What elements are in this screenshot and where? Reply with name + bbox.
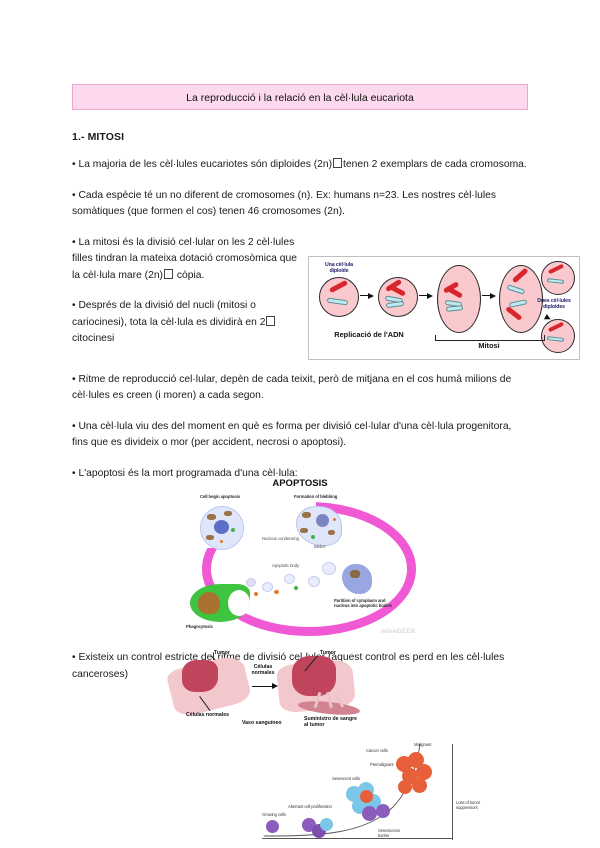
figure-tumor: Tumor Células normales Células normales … [165,650,460,770]
mitosi-cell-metaphase [437,265,481,333]
senescence-label-growing: Growing cells [262,812,286,817]
paragraph-3-part-b: còpia. [176,269,205,281]
apoptosi-organelle [328,530,335,535]
senescence-axis-x [262,838,452,839]
mitosi-arrow-1-icon [368,292,374,299]
mitosi-arrow-stem [360,295,369,297]
tumor-mass-right [292,656,336,696]
apoptosi-organelle [206,535,214,540]
mitosi-bracket [435,335,545,341]
figure-apoptosi: APOPTOSIS Cell begin apoptosis Formation… [176,478,424,636]
senescence-cancer-cell [416,764,432,780]
senescence-cancer-cell [412,778,427,793]
missing-glyph-box-icon [333,158,343,168]
apoptosi-phagocyte-nucleus [198,592,220,614]
tumor-arrow-icon [272,683,278,689]
apoptosi-watermark: wiseGEEK [381,628,416,635]
tumor-label-blood-vessel: Vaso sanguíneo [242,720,282,726]
senescence-aberrant-cell [320,818,333,831]
section-heading-mitosi: 1.- MITOSI [72,131,125,143]
tumor-label-left: Tumor [214,650,230,656]
tumor-label-normal-left: Células normales [186,712,229,718]
apoptosi-body [322,562,336,575]
mitosi-arrow-2-icon [427,292,433,299]
tumor-label-normal-mid: Células normales [251,664,275,676]
tumor-label-blood-supply: Suministro de sangre al tumor [304,716,358,728]
tumor-label-right: Tumor [320,650,336,656]
senescence-label-loss: Loss of tumor suppressors [456,800,481,810]
senescence-senescent-cell [376,804,390,818]
paragraph-5: • Ritme de reproducció cel·lular, depèn … [72,373,512,402]
apoptosi-organelle [350,570,360,578]
senescence-axis-y [452,744,453,840]
tumor-arrow-stem [252,686,274,688]
page-title-banner: La reproducció i la relació en la cèl·lu… [72,84,528,110]
missing-glyph-box-icon [266,315,276,326]
apoptosi-body [308,576,320,587]
paragraph-6: • Una cèl·lula viu des del moment en què… [72,420,512,449]
mitosi-caption-mitosi: Mitosi [478,341,500,350]
mitosi-label-start: Una cèl·lula diploide [325,262,353,275]
apoptosi-phagocyte-notch [228,590,250,616]
paragraph-3-part-a: • La mitosi és la divisió cel·lular on l… [72,236,297,281]
apoptosi-organelle [207,514,216,520]
apoptosi-cell-partition [342,564,372,594]
paragraph-4-part-b: citocinesi [72,333,115,344]
apoptosi-title: APOPTOSIS [272,478,328,489]
paragraph-3: • La mitosi és la divisió cel·lular on l… [72,235,304,285]
apoptosi-label-partition: Partition of cytoplasm and nucleus into … [334,598,392,609]
paragraph-7: • L'apoptosi és la mort programada d'una… [72,467,298,479]
apoptosi-body [262,582,273,592]
senescence-label-cancer-cells: Cancer cells [366,748,388,753]
tumor-mass-left [182,660,218,692]
paragraph-8: • Existeix un control estricte del ritme… [72,652,505,680]
apoptosi-nucleus-condensed [316,514,329,527]
senescence-label-malignant: Malignant [414,742,432,747]
paragraph-4: • Després de la divisió del nucli (mitos… [72,298,304,348]
senescence-label-premalignant: Premalignant [370,762,394,767]
mitosi-arrow-stem [419,295,428,297]
apoptosi-granule [333,518,336,521]
figure-senescence: Growing cells Aberrant cell proliferatio… [262,742,492,846]
senescence-senescent-cell [360,790,373,803]
apoptosi-granule [294,586,298,590]
document-content: La reproducció i la relació en la cèl·lu… [72,84,528,683]
apoptosi-body [284,574,295,584]
mitosi-caption-replication: Replicació de l'ADN [334,330,404,339]
senescence-label-barrier: Senescence barrier [378,828,401,838]
missing-glyph-box-icon [164,268,173,279]
apoptosi-label-apoptotic-body: Apoptotic body [272,563,300,568]
apoptosi-organelle [300,528,308,533]
paragraph-4-part-a: • Després de la divisió del nucli (mitos… [72,300,266,328]
apoptosi-nucleus [214,520,229,534]
mitosi-arrow-stem [482,295,491,297]
paragraph-2: • Cada espècie té un no diferent de crom… [72,189,496,218]
apoptosi-granule [231,528,235,532]
apoptosi-body [246,578,256,587]
paragraph-1: • La majoria de les cèl·lules eucariotes… [72,157,528,174]
senescence-label-aberrant: Aberrant cell proliferation [288,804,332,809]
senescence-senescent-cell [362,806,377,821]
mitosi-label-end: Dues cèl·lules diploides [537,298,571,311]
apoptosi-granule [220,540,223,543]
apoptosi-organelle [224,511,232,516]
apoptosi-granule [274,590,279,594]
mitosi-arrow-3-icon [490,292,496,299]
apoptosi-label-begin: Cell begin apoptosis [199,494,241,499]
apoptosi-organelle [302,512,311,518]
apoptosi-label-blebbing: Formation of blebbing [294,494,338,499]
apoptosi-label-bleb: Bleber [314,544,326,549]
senescence-cancer-cell [398,780,412,794]
senescence-label-senescent: Senescent cells [332,776,360,781]
apoptosi-granule [254,592,258,596]
apoptosi-label-nucleus: Nucleus condensing [262,536,299,541]
figure-mitosi: Una cèl·lula diploide [308,256,580,360]
paragraph-1-part-a: • La majoria de les cèl·lules eucariotes… [72,159,333,170]
paragraph-1-part-b: tenen 2 exemplars de cada cromosoma. [343,159,527,170]
apoptosi-granule [311,535,315,539]
apoptosi-label-phagocytosis: Phagocytosis [186,624,213,629]
senescence-growing-cell [266,820,279,833]
